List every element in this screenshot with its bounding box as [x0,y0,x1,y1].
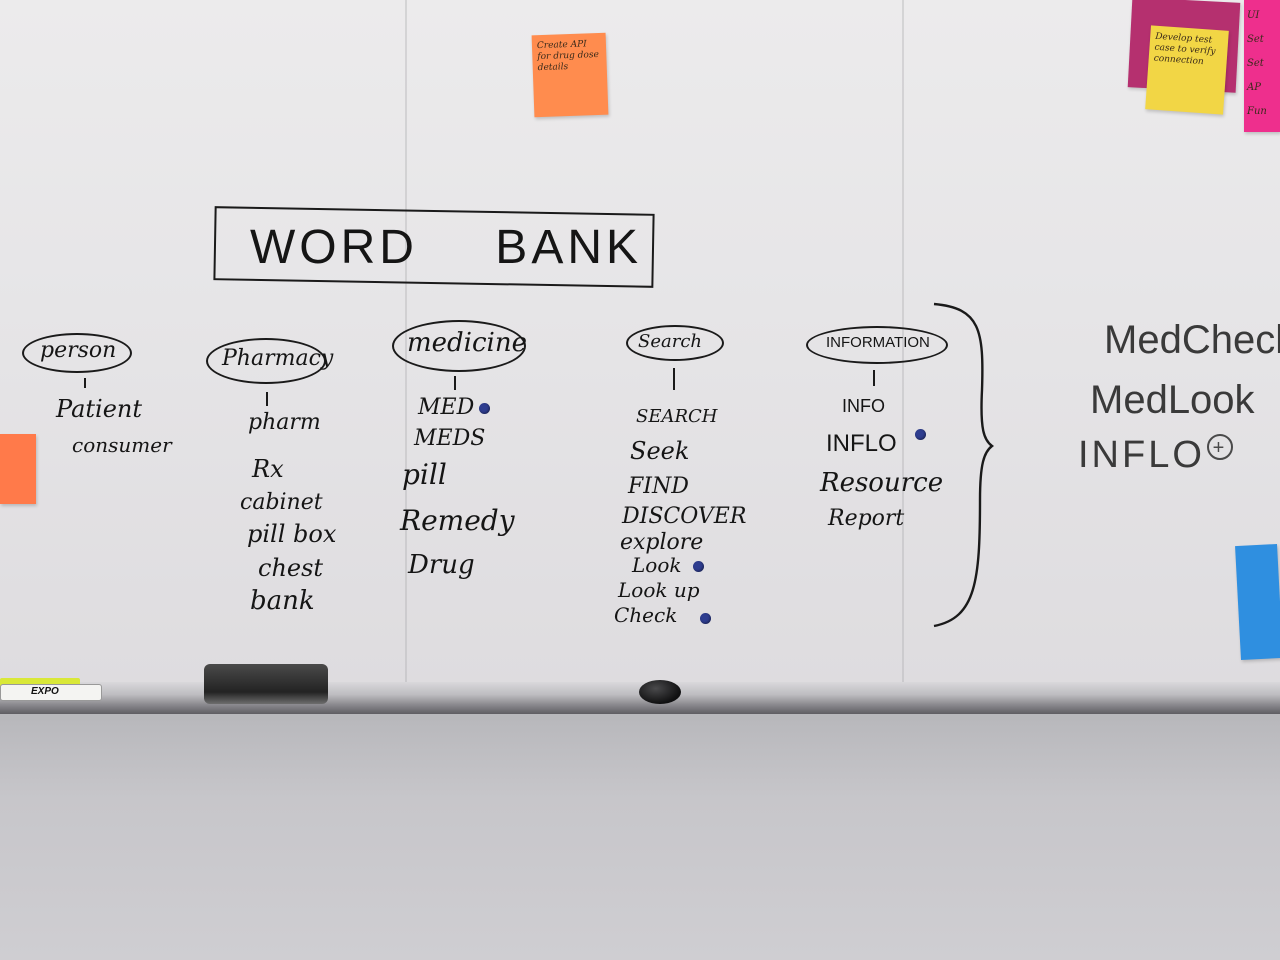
vote-dot [479,403,490,414]
plus-circle-icon: + [1206,434,1233,460]
word-item: SEARCH [636,406,718,427]
category-oval-search [626,325,724,361]
word-item: Resource [820,468,944,498]
word-item: Look up [618,578,700,602]
sticky-note-line: AP [1247,82,1261,93]
curly-brace [933,302,994,628]
dry-erase-marker: EXPO [0,684,102,701]
eraser [204,664,328,704]
word-item: chest [258,554,324,582]
word-item: DISCOVER [622,504,747,529]
sticky-note-text: Create API for drug dose details [536,39,600,74]
category-header: person [40,338,117,363]
word-item: cabinet [240,490,323,515]
category-oval-person [22,333,132,373]
word-item: MEDS [414,426,486,451]
marker-cap [0,678,80,687]
word-item: Check [614,603,678,627]
category-oval-medicine [392,320,526,372]
word-bank-title: WORD BANK [250,221,643,274]
name-candidate: MedLook [1090,378,1255,422]
name-candidate-row: INFLO+ [1078,434,1233,477]
sticky-note-orange-left [0,434,36,504]
word-item: Patient [56,395,143,423]
word-item: explore [620,530,704,555]
vote-dot [915,429,926,440]
sticky-note-line: Set [1247,34,1264,45]
word-item: bank [250,586,315,616]
category-header: Pharmacy [222,346,334,371]
wall [0,712,1280,960]
vote-dot [693,561,704,572]
word-item: consumer [72,433,172,457]
sticky-note-yellow: Develop test case to verify connection [1145,25,1229,115]
category-header: Search [638,331,702,352]
vote-dot [700,613,711,624]
connector-line [84,378,86,388]
category-oval-information [806,326,948,364]
sticky-note-line: Fun [1247,106,1267,117]
word-item: Seek [630,437,690,465]
sticky-note-text: Develop test case to verify connection [1153,31,1216,68]
category-header: medicine [407,328,528,358]
sticky-note-orange-top: Create API for drug dose details [531,32,609,118]
word-item: MED [418,395,475,420]
word-item: INFLO [826,430,897,457]
word-item: Report [828,506,905,531]
word-item: INFO [842,396,885,416]
word-item: pill box [247,520,337,548]
word-item: Drug [408,550,475,580]
magnet [639,680,681,704]
name-candidate: MedCheck [1104,318,1280,362]
word-item: Rx [252,455,284,483]
connector-line [266,392,268,406]
connector-line [873,370,875,386]
word-item: pharm [248,410,321,435]
sticky-note-line: UI [1247,10,1260,21]
name-candidate: INFLO [1078,434,1205,476]
word-item: Remedy [400,504,515,537]
sticky-note-line: Set [1247,58,1264,69]
connector-line [454,376,456,390]
sticky-note-blue [1235,543,1280,661]
category-oval-pharmacy [206,338,326,384]
connector-line [673,368,675,390]
marker-brand: EXPO [31,686,59,697]
category-header: INFORMATION [826,334,930,351]
sticky-note-pink: UI Set Set AP Fun [1244,0,1280,132]
word-item: pill [402,458,447,491]
word-item: FIND [628,474,689,499]
word-item: Look [632,553,682,577]
